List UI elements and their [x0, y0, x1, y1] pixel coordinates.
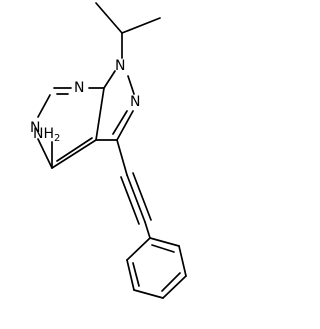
bond-ph-1-2 — [126, 237, 151, 261]
bond-ph-5-6 — [178, 245, 187, 277]
bond-c4-c3a-inner — [56, 137, 93, 162]
bond-c3-alkyne — [116, 139, 128, 176]
bond-ph-4-5 — [162, 275, 187, 299]
bond-alkyne-phenyl — [144, 221, 151, 239]
bond-ch-ch3-right — [121, 17, 161, 34]
bond-alkyne-triple-2 — [120, 176, 140, 225]
bond-ph-2-3 — [126, 259, 135, 291]
bond-n2-c3-inner — [112, 110, 128, 135]
bond-ph-6-1 — [149, 237, 180, 247]
bond-ph-4-5-inner — [161, 272, 181, 292]
chemical-structure-diagram: N N N N NH2 — [30, 2, 187, 299]
bond-ph-6-1-inner — [151, 244, 175, 253]
bond-n1-n2 — [127, 75, 135, 95]
bond-ph-3-4 — [133, 289, 164, 299]
atom-label-n1-pyrazole: N — [115, 58, 125, 74]
bond-c6-n7 — [37, 94, 51, 118]
atom-label-n-pyrimidine-left: N — [30, 120, 40, 136]
amine-subscript: 2 — [54, 133, 60, 144]
atom-label-n-pyrimidine-top: N — [74, 80, 84, 96]
bond-alkyne-triple-1 — [126, 174, 146, 223]
bond-ch-ch3-left — [95, 2, 123, 34]
bond-n7-c4 — [37, 138, 53, 169]
atom-label-n2-pyrazole: N — [130, 94, 140, 110]
atom-label-amine: NH2 — [33, 126, 60, 144]
atom-labels: N N N N NH2 — [30, 58, 140, 144]
amine-main: NH — [33, 126, 54, 142]
bond-c3a-c7a — [95, 87, 105, 141]
bond-c7a-n1 — [103, 70, 116, 89]
bonds — [37, 2, 187, 299]
bond-alkyne-triple-3 — [132, 172, 152, 221]
bond-n2-c3 — [116, 110, 134, 141]
bond-c4-c3a — [51, 139, 97, 169]
bond-ph-2-3-inner — [132, 262, 140, 287]
